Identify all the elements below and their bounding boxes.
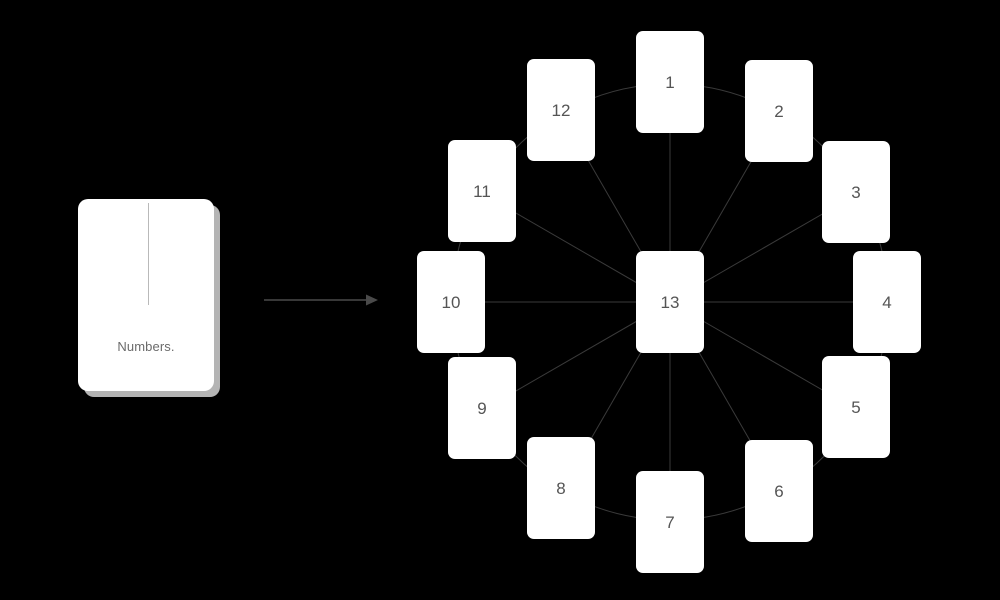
node-label: 1 <box>665 72 675 92</box>
node-card-10[interactable]: 10 <box>417 251 485 353</box>
source-card[interactable]: Numbers. <box>78 199 214 391</box>
node-card-11[interactable]: 11 <box>448 140 516 242</box>
node-label: 12 <box>551 100 571 120</box>
node-label: 8 <box>556 478 566 498</box>
node-card-3[interactable]: 3 <box>822 141 890 243</box>
node-card-7[interactable]: 7 <box>636 471 704 573</box>
node-card-9[interactable]: 9 <box>448 357 516 459</box>
node-card-12[interactable]: 12 <box>527 59 595 161</box>
node-card-4[interactable]: 4 <box>853 251 921 353</box>
node-label: 5 <box>851 397 861 417</box>
node-card-6[interactable]: 6 <box>745 440 813 542</box>
node-card-center[interactable]: 13 <box>636 251 704 353</box>
node-label: 3 <box>851 182 861 202</box>
node-label: 2 <box>774 101 784 121</box>
node-label: 7 <box>665 512 675 532</box>
node-label: 13 <box>660 292 680 312</box>
node-label: 6 <box>774 481 784 501</box>
node-card-8[interactable]: 8 <box>527 437 595 539</box>
node-label: 9 <box>477 398 487 418</box>
node-card-5[interactable]: 5 <box>822 356 890 458</box>
node-label: 11 <box>473 181 491 201</box>
node-card-1[interactable]: 1 <box>636 31 704 133</box>
node-card-2[interactable]: 2 <box>745 60 813 162</box>
source-card-label: Numbers. <box>117 339 175 354</box>
flow-arrow-icon <box>264 294 378 306</box>
source-card-divider <box>148 203 149 305</box>
node-label: 4 <box>882 292 892 312</box>
node-label: 10 <box>441 292 461 312</box>
